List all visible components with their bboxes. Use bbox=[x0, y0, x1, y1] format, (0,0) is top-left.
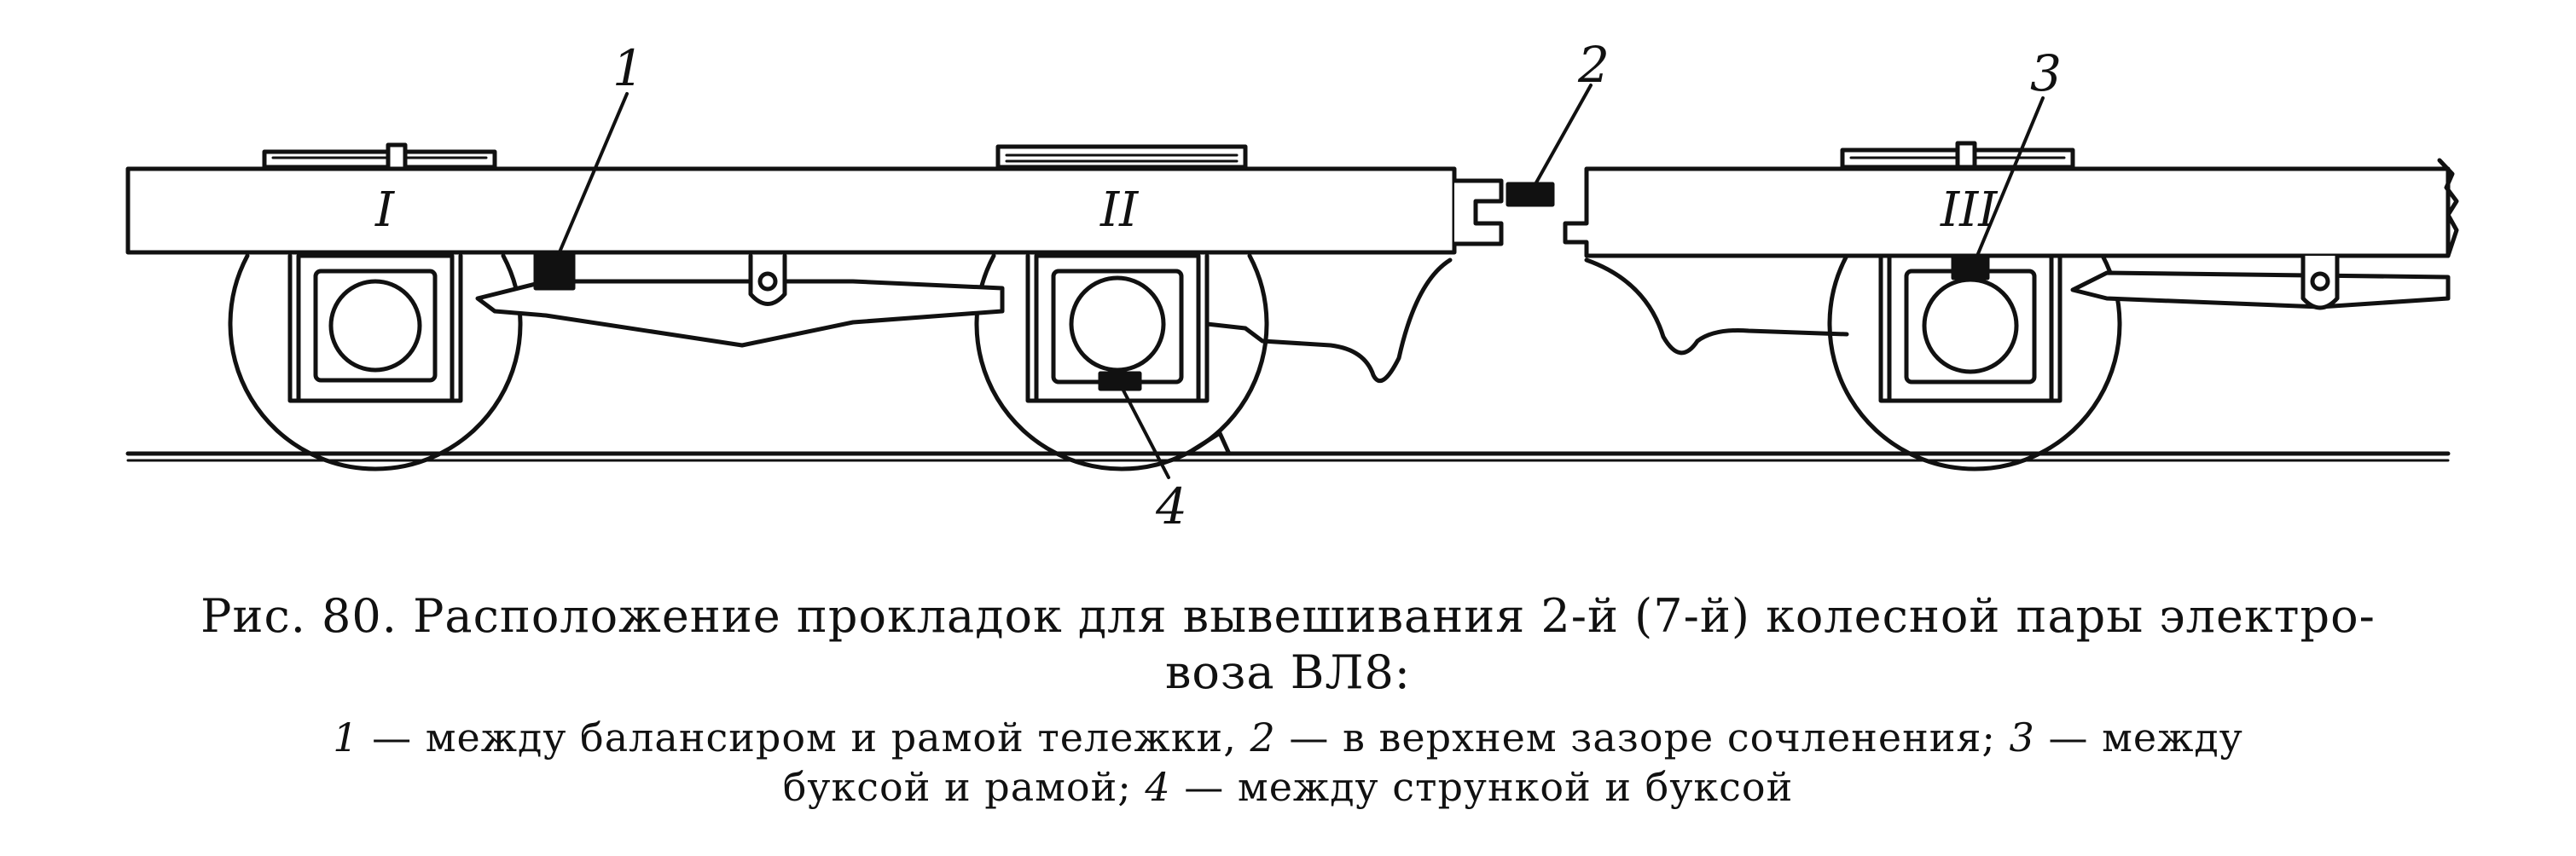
legend-num-2: 2 bbox=[1250, 714, 1276, 761]
legend-line-2: буксой и рамой; 4 — между стрункой и бук… bbox=[0, 762, 2576, 812]
top-spring-1 bbox=[262, 142, 497, 171]
frame-right bbox=[1563, 158, 2459, 258]
legend-num-4: 4 bbox=[1145, 764, 1171, 810]
legend-num-1: 1 bbox=[333, 714, 359, 761]
wheel-3 bbox=[1827, 253, 2122, 471]
shim-3 bbox=[1951, 253, 1990, 281]
caption-legend: 1 — между балансиром и рамой тележки, 2 … bbox=[0, 713, 2576, 812]
callout-3: 3 bbox=[2030, 44, 2062, 102]
leader-line-1 bbox=[557, 92, 629, 256]
callout-2: 2 bbox=[1577, 36, 1610, 94]
equalizer-beam bbox=[475, 253, 1005, 348]
top-spring-3 bbox=[1840, 141, 2075, 170]
legend-text-3: — между bbox=[2034, 714, 2243, 761]
bogie-label-2: II bbox=[1099, 182, 1140, 238]
caption-title: Рис. 80. Расположение прокладок для выве… bbox=[0, 588, 2576, 701]
shim-2 bbox=[1506, 182, 1555, 207]
leader-line-2 bbox=[1534, 84, 1593, 186]
legend-text-1: — между балансиром и рамой тележки, bbox=[358, 714, 1250, 761]
top-spring-2 bbox=[995, 144, 1248, 170]
wheel-2 bbox=[974, 253, 1269, 471]
right-beam bbox=[2070, 253, 2451, 310]
legend-text-3-cont: буксой и рамой; bbox=[782, 764, 1146, 810]
legend-text-2: — в верхнем зазоре сочленения; bbox=[1275, 714, 2010, 761]
wheel-1 bbox=[228, 253, 523, 471]
legend-text-4: — между стрункой и буксой bbox=[1170, 764, 1794, 810]
callout-4: 4 bbox=[1155, 477, 1187, 535]
frame-left bbox=[125, 166, 1504, 255]
caption-title-line-1: Рис. 80. Расположение прокладок для выве… bbox=[200, 589, 2376, 643]
leader-line-3 bbox=[1976, 96, 2045, 257]
figure-caption: Рис. 80. Расположение прокладок для выве… bbox=[0, 588, 2576, 812]
shim-4 bbox=[1098, 371, 1142, 391]
leader-line-4 bbox=[1121, 387, 1170, 479]
shim-1 bbox=[533, 250, 576, 291]
lower-frame-contour bbox=[1204, 257, 1453, 384]
legend-num-3: 3 bbox=[2009, 714, 2035, 761]
locomotive-diagram: 1 2 3 4 I II III bbox=[125, 36, 2459, 535]
legend-line-1: 1 — между балансиром и рамой тележки, 2 … bbox=[0, 713, 2576, 762]
caption-title-line-2: воза ВЛ8: bbox=[1164, 645, 1412, 699]
bogie-label-3: III bbox=[1940, 182, 1999, 238]
bogie-label-1: I bbox=[374, 182, 396, 238]
callout-1: 1 bbox=[612, 39, 644, 97]
